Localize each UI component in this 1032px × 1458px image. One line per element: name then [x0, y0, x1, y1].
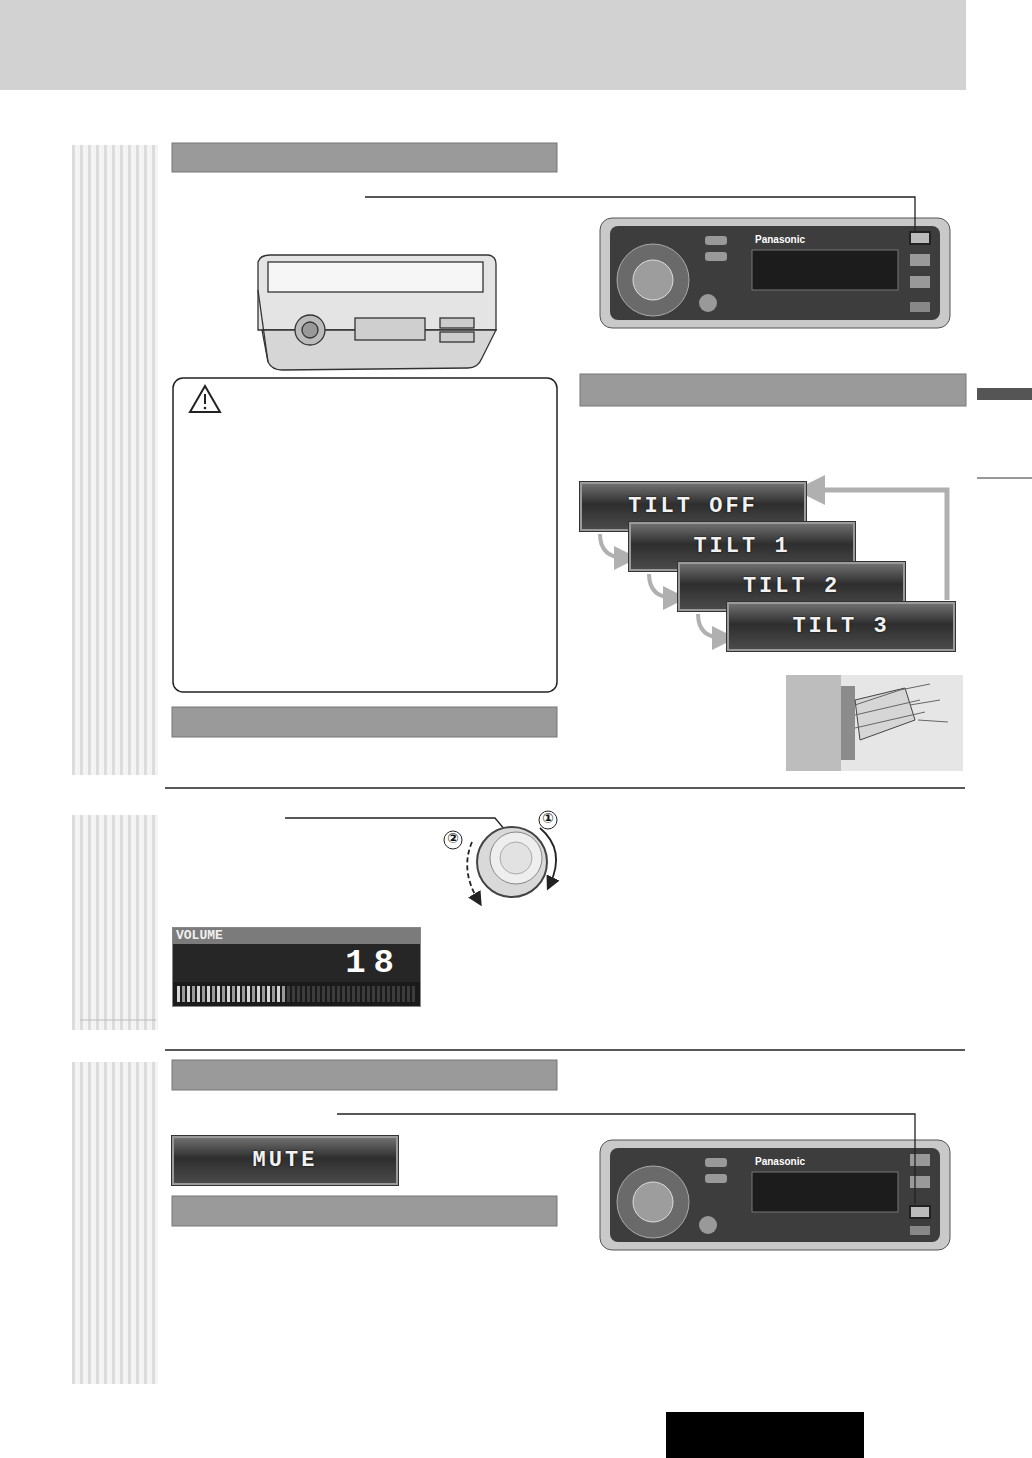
display-text: TILT 3 [792, 614, 889, 639]
display-value: 18 [345, 944, 402, 982]
callout-number: ② [447, 831, 459, 846]
side-stripe [72, 815, 158, 1030]
brand-logo: Panasonic [755, 234, 805, 245]
rotate-arrow [467, 842, 478, 900]
section-divider [165, 787, 965, 789]
display-heading: VOLUME [176, 928, 223, 944]
leader-line [337, 1114, 915, 1204]
brand-logo: Panasonic [755, 1156, 805, 1167]
callout-circle [539, 811, 557, 829]
car-stereo-faceplate [600, 1140, 950, 1250]
leader-line [365, 197, 915, 233]
cycle-arrow [698, 614, 724, 638]
cycle-arrow [649, 574, 675, 598]
section-divider [165, 1049, 965, 1051]
display-panel: TILT 3 [727, 602, 955, 651]
open-faceplate-illustration [258, 255, 496, 370]
display-text: TILT 1 [693, 534, 790, 559]
volume-display: VOLUME 18 [172, 927, 421, 1007]
page-number-box [666, 1412, 864, 1458]
display-text: TILT 2 [743, 574, 840, 599]
car-stereo-faceplate [600, 218, 950, 328]
display-text: MUTE [253, 1148, 318, 1173]
cycle-arrow [600, 534, 626, 558]
header-band [0, 0, 966, 90]
callout-circle [444, 831, 462, 849]
warning-icon [190, 386, 220, 412]
rotate-arrow [540, 828, 556, 884]
tilt-illustration [786, 675, 963, 771]
leader-line [285, 818, 505, 830]
callout-number: ① [542, 811, 554, 826]
side-stripe [72, 145, 158, 775]
display-text: TILT OFF [628, 494, 758, 519]
volume-knob [477, 827, 547, 897]
side-stripe [72, 1062, 158, 1384]
display-panel: MUTE [172, 1136, 398, 1185]
heading-bar [172, 143, 966, 1226]
warning-box [173, 378, 557, 692]
side-tab [977, 388, 1032, 400]
